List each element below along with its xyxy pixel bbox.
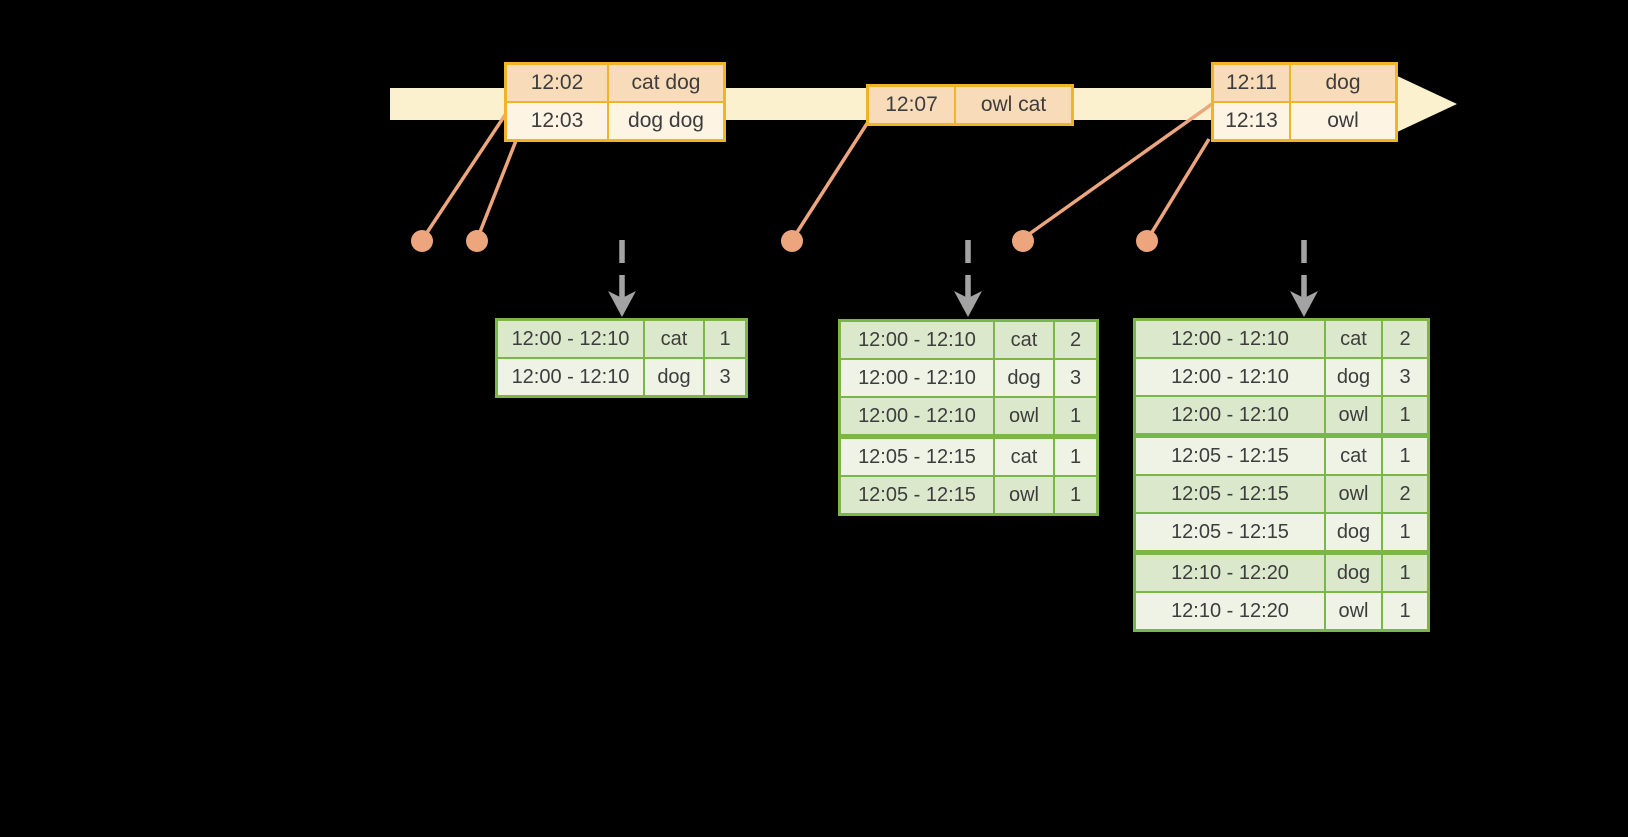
event-dot (466, 230, 488, 252)
result-table-1: 12:00 - 12:10 cat 1 12:00 - 12:10 dog 3 (495, 318, 748, 398)
event-time: 12:13 (1214, 103, 1289, 139)
result-word: owl (995, 477, 1053, 513)
table-row: 12:00 - 12:10 owl 1 (841, 398, 1096, 434)
event-dot (1012, 230, 1034, 252)
result-window: 12:10 - 12:20 (1136, 555, 1324, 591)
result-window: 12:00 - 12:10 (498, 321, 643, 357)
result-word: cat (995, 439, 1053, 475)
result-count: 1 (1383, 438, 1427, 474)
event-table-1: 12:02 cat dog 12:03 dog dog (504, 62, 726, 142)
event-words: owl cat (956, 87, 1071, 123)
result-window: 12:10 - 12:20 (1136, 593, 1324, 629)
result-count: 1 (1383, 593, 1427, 629)
result-count: 1 (1055, 439, 1096, 475)
connector-line (1147, 138, 1211, 238)
event-words: cat dog (609, 65, 723, 101)
event-table-2: 12:07 owl cat (866, 84, 1074, 126)
result-word: cat (645, 321, 703, 357)
result-window: 12:00 - 12:10 (498, 359, 643, 395)
connector-line (1023, 102, 1214, 239)
event-dot (781, 230, 803, 252)
timeline-arrowhead-icon (1395, 75, 1457, 133)
result-window: 12:05 - 12:15 (1136, 476, 1324, 512)
trigger-arrow-icon (608, 240, 636, 317)
event-table-3: 12:11 dog 12:13 owl (1211, 62, 1398, 142)
result-count: 1 (1383, 397, 1427, 433)
event-time: 12:03 (507, 103, 607, 139)
table-row: 12:10 - 12:20 dog 1 (1136, 555, 1427, 591)
connector-line (792, 121, 870, 238)
result-word: cat (1326, 438, 1381, 474)
result-word: dog (1326, 359, 1381, 395)
result-table-3: 12:00 - 12:10 cat 2 12:00 - 12:10 dog 3 … (1133, 318, 1430, 632)
result-window: 12:05 - 12:15 (841, 439, 993, 475)
result-word: dog (1326, 555, 1381, 591)
result-count: 1 (1383, 555, 1427, 591)
trigger-arrow-icon (1290, 240, 1318, 317)
connector-line (422, 96, 519, 238)
result-word: owl (995, 398, 1053, 434)
result-table-2: 12:00 - 12:10 cat 2 12:00 - 12:10 dog 3 … (838, 319, 1099, 516)
result-window: 12:00 - 12:10 (841, 360, 993, 396)
result-word: dog (645, 359, 703, 395)
result-count: 3 (1383, 359, 1427, 395)
table-row: 12:05 - 12:15 dog 1 (1136, 514, 1427, 550)
event-time: 12:11 (1214, 65, 1289, 101)
result-word: owl (1326, 397, 1381, 433)
result-word: dog (995, 360, 1053, 396)
result-window: 12:00 - 12:10 (1136, 321, 1324, 357)
result-count: 3 (705, 359, 745, 395)
result-count: 1 (1383, 514, 1427, 550)
result-word: owl (1326, 476, 1381, 512)
event-time: 12:02 (507, 65, 607, 101)
table-row: 12:00 - 12:10 owl 1 (1136, 397, 1427, 433)
table-row: 12:05 - 12:15 cat 1 (841, 439, 1096, 475)
result-window: 12:05 - 12:15 (841, 477, 993, 513)
result-window: 12:00 - 12:10 (841, 322, 993, 358)
event-time: 12:07 (869, 87, 954, 123)
result-count: 1 (1055, 477, 1096, 513)
event-words: owl (1291, 103, 1395, 139)
table-row: 12:05 - 12:15 owl 1 (841, 477, 1096, 513)
table-row: 12:00 - 12:10 cat 2 (841, 322, 1096, 358)
result-word: cat (1326, 321, 1381, 357)
connector-line (476, 127, 523, 238)
table-row: 12:00 - 12:10 dog 3 (841, 360, 1096, 396)
result-word: dog (1326, 514, 1381, 550)
table-row: 12:05 - 12:15 owl 2 (1136, 476, 1427, 512)
result-window: 12:00 - 12:10 (841, 398, 993, 434)
table-row: 12:05 - 12:15 cat 1 (1136, 438, 1427, 474)
result-window: 12:00 - 12:10 (1136, 359, 1324, 395)
event-words: dog (1291, 65, 1395, 101)
result-window: 12:05 - 12:15 (1136, 438, 1324, 474)
trigger-arrow-icon (954, 240, 982, 317)
result-window: 12:05 - 12:15 (1136, 514, 1324, 550)
event-words: dog dog (609, 103, 723, 139)
event-dot (411, 230, 433, 252)
event-dot (1136, 230, 1158, 252)
table-row: 12:10 - 12:20 owl 1 (1136, 593, 1427, 629)
table-row: 12:00 - 12:10 cat 2 (1136, 321, 1427, 357)
table-row: 12:00 - 12:10 dog 3 (498, 359, 745, 395)
result-count: 2 (1055, 322, 1096, 358)
result-count: 1 (705, 321, 745, 357)
result-word: cat (995, 322, 1053, 358)
result-count: 3 (1055, 360, 1096, 396)
result-count: 2 (1383, 321, 1427, 357)
result-window: 12:00 - 12:10 (1136, 397, 1324, 433)
table-row: 12:00 - 12:10 dog 3 (1136, 359, 1427, 395)
table-row: 12:00 - 12:10 cat 1 (498, 321, 745, 357)
result-word: owl (1326, 593, 1381, 629)
result-count: 1 (1055, 398, 1096, 434)
result-count: 2 (1383, 476, 1427, 512)
